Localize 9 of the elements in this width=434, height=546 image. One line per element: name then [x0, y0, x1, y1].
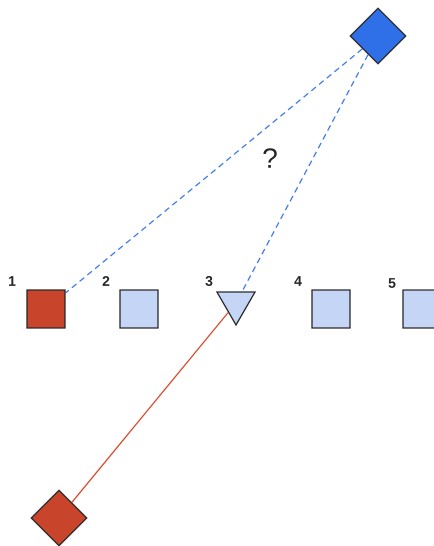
number-label: 4 [294, 276, 302, 286]
number-label: 1 [8, 276, 16, 286]
connector-line [242, 54, 369, 292]
number-label: 3 [205, 276, 212, 286]
number-label: 5 [388, 278, 396, 288]
question-mark: ? [263, 148, 277, 168]
connector-line [65, 48, 363, 294]
number-label: 2 [102, 276, 110, 286]
connector-line [71, 312, 229, 503]
